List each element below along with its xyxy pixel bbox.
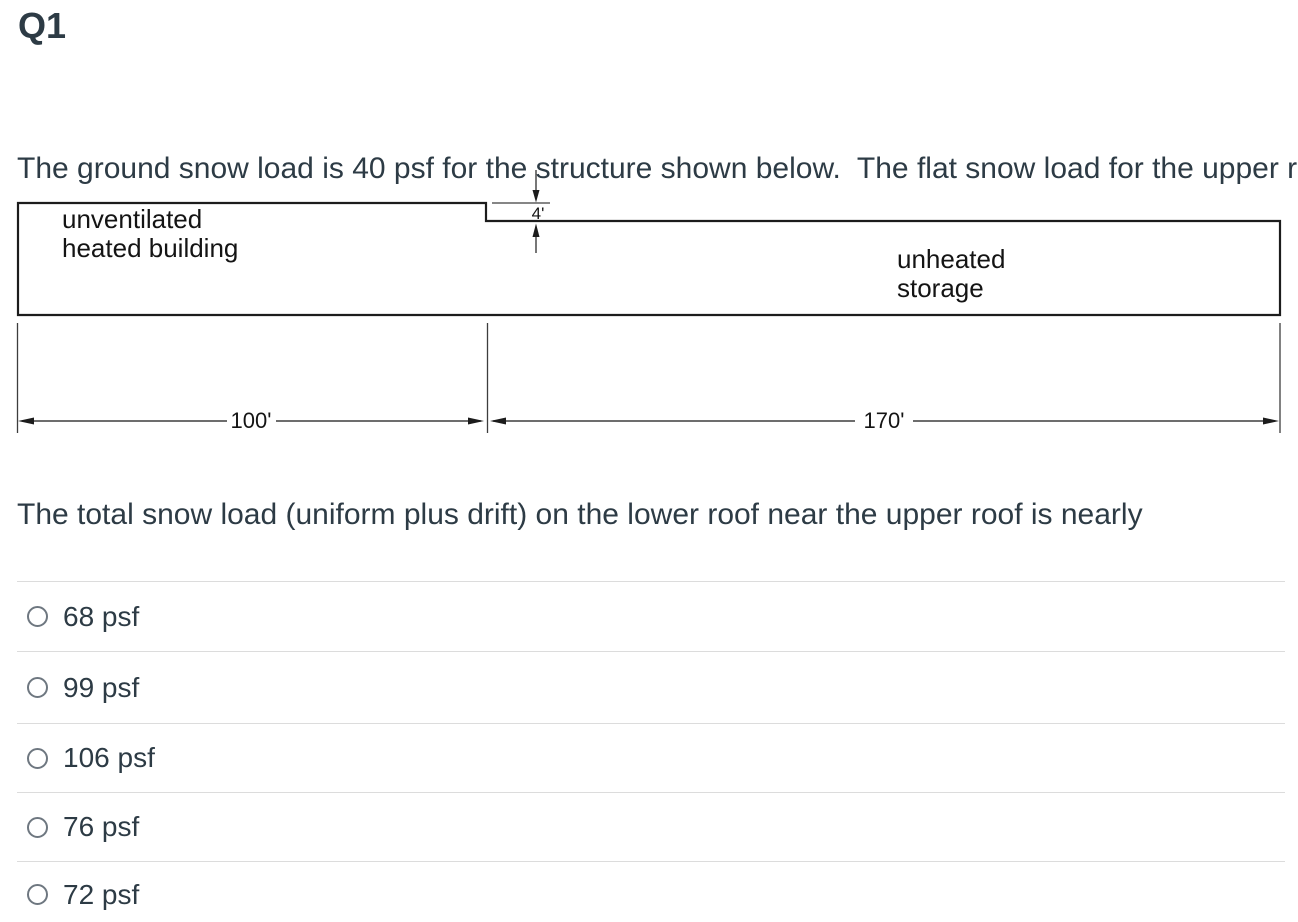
answer-option-2[interactable]: 99 psf <box>17 651 1285 723</box>
building-outline <box>16 201 1282 317</box>
option-label: 72 psf <box>63 878 140 910</box>
answer-option-3[interactable]: 106 psf <box>17 723 1285 792</box>
dim-arrow-right-icon <box>468 417 484 425</box>
radio-button[interactable] <box>27 677 48 698</box>
right-building-label-line2: storage <box>897 273 984 303</box>
right-span-label: 170' <box>864 408 905 433</box>
dim-arrow-left-icon <box>18 417 34 425</box>
radio-button[interactable] <box>27 884 48 905</box>
left-building-label-line1: unventilated <box>62 204 202 234</box>
answer-option-4[interactable]: 76 psf <box>17 792 1285 861</box>
dim-arrow-left-icon <box>490 417 506 425</box>
radio-button[interactable] <box>27 747 48 769</box>
radio-button[interactable] <box>27 816 48 838</box>
answer-option-1[interactable]: 68 psf <box>17 581 1285 651</box>
radio-button[interactable] <box>27 606 48 627</box>
structure-diagram-svg: 4' 100' 170' unventilated heated buildin… <box>16 170 1282 433</box>
dim-arrow-right-icon <box>1263 417 1279 425</box>
right-building-label-line1: unheated <box>897 244 1005 274</box>
option-label: 68 psf <box>63 600 140 632</box>
step-arrow-down-icon <box>532 190 540 203</box>
step-height-label: 4' <box>532 204 545 223</box>
question-prompt: The total snow load (uniform plus drift)… <box>17 498 1143 531</box>
question-body-line1: The ground snow load is 40 psf for the s… <box>17 152 1298 185</box>
answer-option-5[interactable]: 72 psf <box>17 861 1285 922</box>
structure-diagram: 4' 100' 170' unventilated heated buildin… <box>0 160 1298 440</box>
option-label: 76 psf <box>63 811 140 842</box>
left-span-label: 100' <box>231 408 272 433</box>
step-arrow-up-icon <box>532 223 540 237</box>
question-number: Q1 <box>18 5 67 46</box>
option-label: 106 psf <box>63 742 155 773</box>
option-label: 99 psf <box>63 671 140 703</box>
answer-options: 68 psf 99 psf 106 psf 76 psf 72 psf <box>17 581 1285 922</box>
left-building-label-line2: heated building <box>62 233 238 263</box>
